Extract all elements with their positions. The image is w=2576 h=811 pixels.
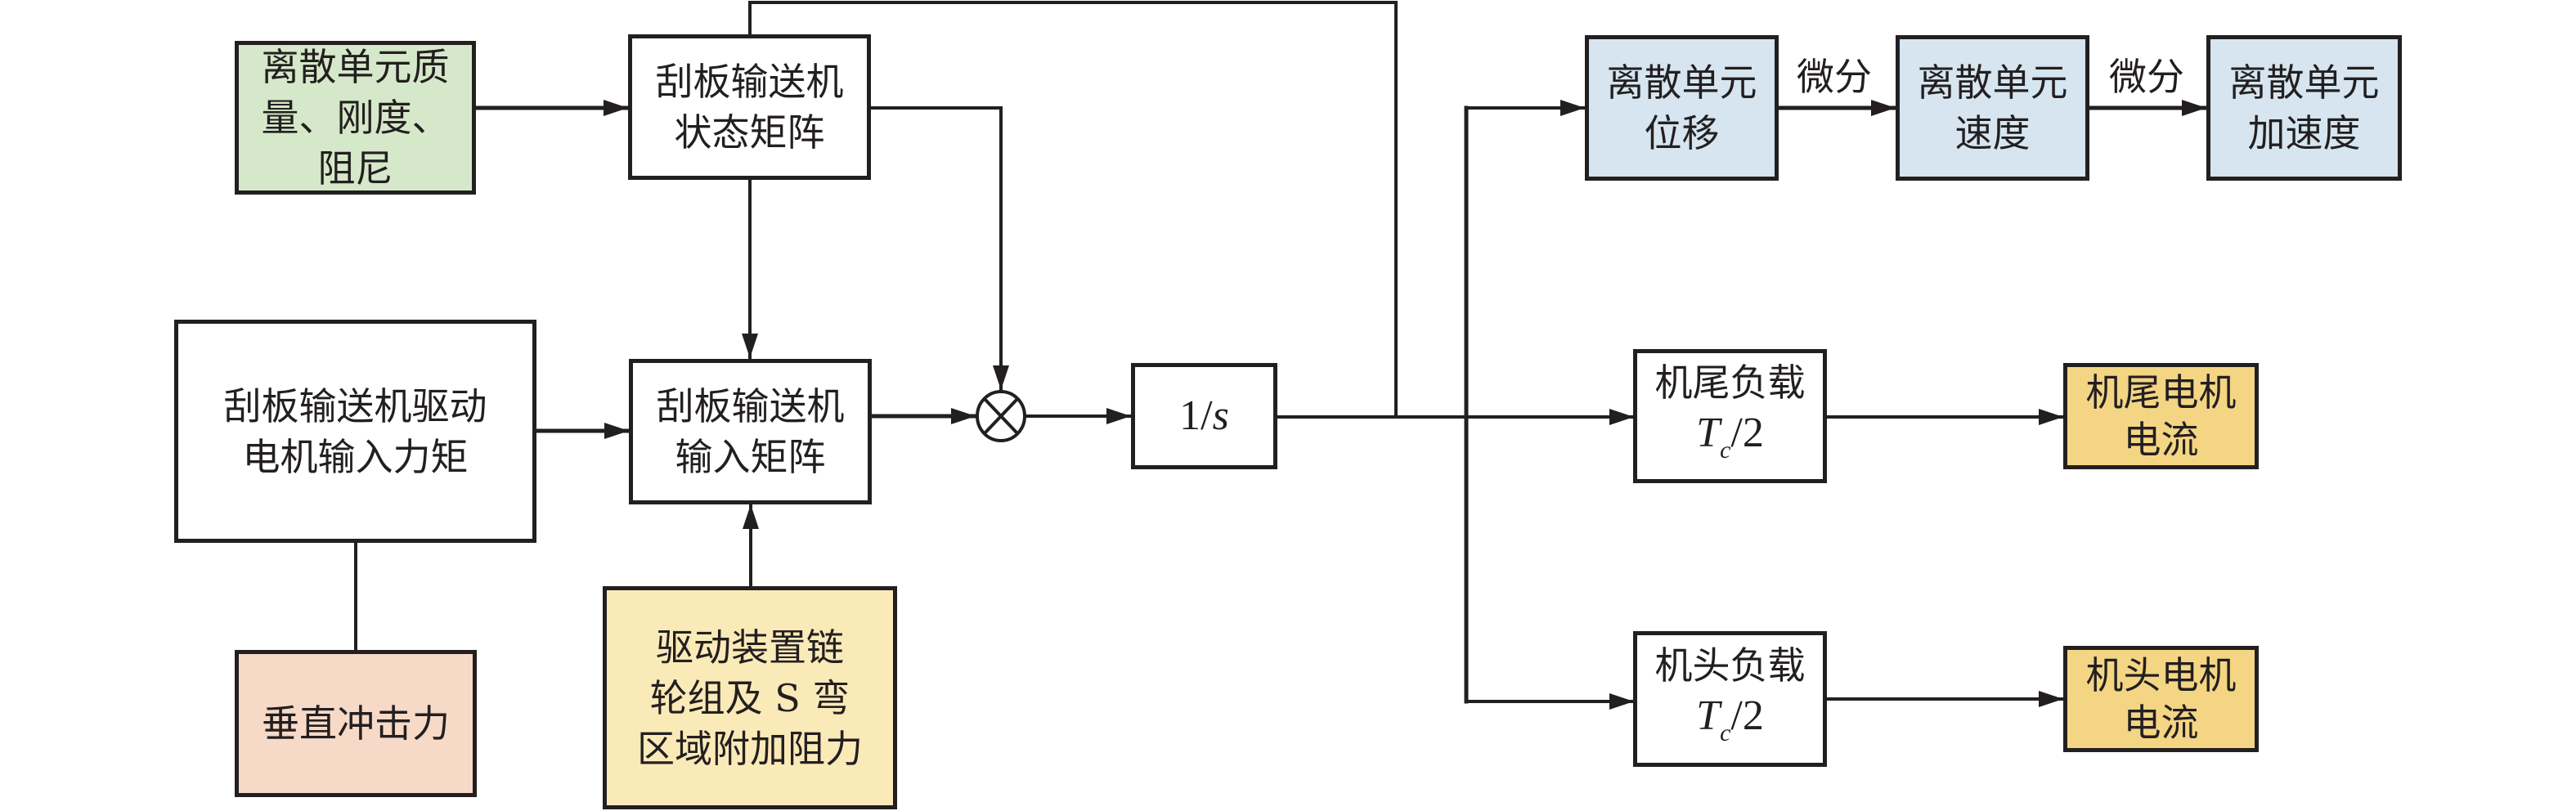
multiplier-cross-b bbox=[982, 397, 1020, 436]
edge-state-to-multiplier bbox=[868, 106, 1009, 392]
velocity-box: 离散单元 速度 bbox=[1896, 35, 2089, 181]
box-text-line: 刮板输送机驱动 bbox=[223, 383, 487, 428]
mass-stiffness-damping-box: 离散单元质 量、刚度、 阻尼 bbox=[235, 41, 476, 195]
head-motor-current-box: 机头电机 电流 bbox=[2063, 646, 2259, 752]
multiplier-node bbox=[976, 390, 1026, 442]
drive-torque-box: 刮板输送机驱动 电机输入力矩 bbox=[174, 320, 536, 543]
box-text-line: 离散单元 bbox=[1606, 60, 1757, 105]
box-text-line: 状态矩阵 bbox=[674, 110, 825, 155]
box-text-line: 机头负载 bbox=[1654, 643, 1806, 688]
tail-load-box: 机尾负载 Tc/2 bbox=[1633, 349, 1827, 483]
box-text-line: 位移 bbox=[1644, 111, 1720, 155]
box-text-line: 量、刚度、 bbox=[261, 96, 450, 140]
box-text-line: 刮板输送机 bbox=[656, 384, 845, 428]
formula-rest: /2 bbox=[1730, 409, 1764, 456]
tail-motor-current-box: 机尾电机 电流 bbox=[2063, 363, 2259, 469]
head-load-formula: Tc/2 bbox=[1696, 691, 1764, 759]
formula-main: T bbox=[1696, 692, 1721, 739]
vertical-impact-box: 垂直冲击力 bbox=[235, 650, 477, 797]
integrator-numerator: 1/ bbox=[1179, 392, 1213, 439]
box-text-line: 刮板输送机 bbox=[655, 60, 844, 104]
formula-subscript: c bbox=[1720, 436, 1731, 464]
box-text-line: 电流 bbox=[2123, 418, 2199, 462]
sprocket-resistance-box: 驱动装置链 轮组及 S 弯 区域附加阻力 bbox=[603, 586, 897, 809]
box-text-line: 加速度 bbox=[2247, 111, 2361, 155]
state-matrix-box: 刮板输送机 状态矩阵 bbox=[628, 34, 871, 180]
box-text-line: 离散单元 bbox=[1917, 60, 2068, 105]
edge-feedback-loop bbox=[748, 1, 1398, 419]
head-load-box: 机头负载 Tc/2 bbox=[1633, 631, 1827, 767]
formula-subscript: c bbox=[1720, 719, 1731, 746]
box-text-line: 轮组及 S 弯 bbox=[649, 675, 850, 720]
label-differentiate-2: 微分 bbox=[2109, 55, 2184, 99]
formula-main: T bbox=[1696, 409, 1721, 456]
input-matrix-box: 刮板输送机 输入矩阵 bbox=[629, 359, 872, 504]
acceleration-box: 离散单元 加速度 bbox=[2206, 35, 2402, 181]
box-text-line: 机尾负载 bbox=[1654, 360, 1806, 405]
box-text-line: 离散单元质 bbox=[261, 45, 450, 89]
box-text-line: 离散单元 bbox=[2228, 60, 2380, 105]
box-text-line: 区域附加阻力 bbox=[637, 726, 863, 771]
integrator-box: 1/s bbox=[1131, 363, 1277, 469]
tail-load-formula: Tc/2 bbox=[1696, 408, 1764, 476]
displacement-box: 离散单元 位移 bbox=[1585, 35, 1779, 181]
box-text-line: 机头电机 bbox=[2085, 653, 2237, 697]
label-differentiate-1: 微分 bbox=[1797, 55, 1872, 99]
integrator-variable: s bbox=[1212, 392, 1229, 439]
box-text-line: 垂直冲击力 bbox=[262, 701, 450, 746]
formula-rest: /2 bbox=[1730, 692, 1764, 739]
box-text-line: 电流 bbox=[2123, 701, 2199, 745]
box-text-line: 速度 bbox=[1954, 111, 2031, 155]
box-text-line: 驱动装置链 bbox=[656, 625, 844, 670]
box-text-line: 输入矩阵 bbox=[675, 435, 826, 479]
box-text-line: 阻尼 bbox=[317, 146, 393, 190]
box-text-line: 电机输入力矩 bbox=[242, 434, 469, 479]
box-text-line: 机尾电机 bbox=[2085, 370, 2237, 414]
